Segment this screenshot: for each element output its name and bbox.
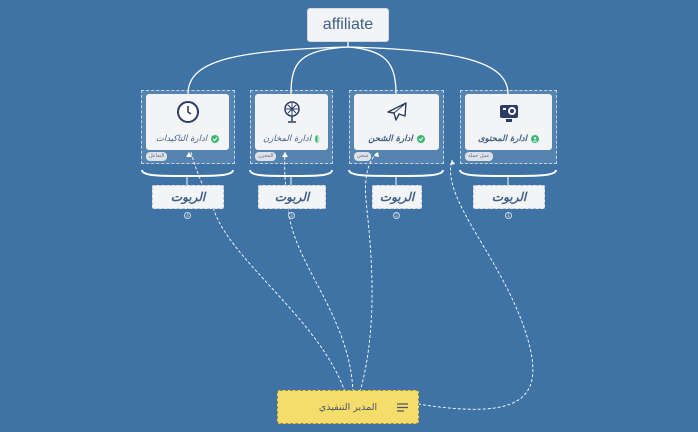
executive-manager-node[interactable]: المدير التنفيذي bbox=[277, 390, 419, 424]
root-title: affiliate bbox=[322, 16, 374, 33]
fan-icon bbox=[283, 101, 300, 123]
camera-icon bbox=[499, 105, 518, 122]
branch-card-warehouses[interactable]: ادارة المخازن bbox=[255, 94, 328, 150]
order-number: 1 bbox=[505, 212, 512, 219]
branch-tag: شحن bbox=[354, 152, 372, 161]
robot-label: الربوت bbox=[491, 190, 527, 204]
order-number: 4 bbox=[184, 212, 191, 219]
order-number: 3 bbox=[288, 212, 295, 219]
manager-title: المدير التنفيذي bbox=[318, 401, 378, 413]
airplane-icon bbox=[386, 102, 407, 121]
robot-node-1[interactable]: الربوت bbox=[473, 185, 545, 209]
branch-card-confirmations[interactable]: ادارة التاكيدات bbox=[146, 94, 229, 150]
branch-tag: عمل حملة bbox=[465, 152, 493, 161]
status-done-icon bbox=[211, 135, 220, 143]
robot-node-4[interactable]: الربوت bbox=[152, 185, 224, 209]
order-number: 2 bbox=[393, 212, 400, 219]
robot-node-2[interactable]: الربوت bbox=[372, 185, 422, 209]
branch-title: ادارة المحتوى bbox=[478, 134, 527, 144]
branch-card-content[interactable]: ادارة المحتوى bbox=[465, 94, 552, 150]
menu-lines-icon bbox=[397, 403, 408, 412]
branch-tag: المخزن bbox=[255, 152, 277, 161]
robot-node-3[interactable]: الربوت bbox=[258, 185, 326, 209]
root-node[interactable]: affiliate bbox=[307, 8, 389, 42]
branch-tag: التفاعل bbox=[146, 152, 168, 161]
robot-label: الربوت bbox=[379, 190, 415, 204]
robot-label: الربوت bbox=[170, 190, 206, 204]
status-half-icon bbox=[315, 135, 320, 143]
branch-title: ادارة الشحن bbox=[368, 134, 413, 144]
status-user-icon bbox=[531, 135, 539, 143]
clock-icon bbox=[176, 101, 199, 123]
branch-title: ادارة التاكيدات bbox=[155, 134, 208, 144]
branch-card-shipping[interactable]: ادارة الشحن bbox=[354, 94, 439, 150]
branch-title: ادارة المخازن bbox=[263, 134, 312, 144]
robot-label: الربوت bbox=[274, 190, 310, 204]
status-done-icon bbox=[416, 135, 425, 143]
